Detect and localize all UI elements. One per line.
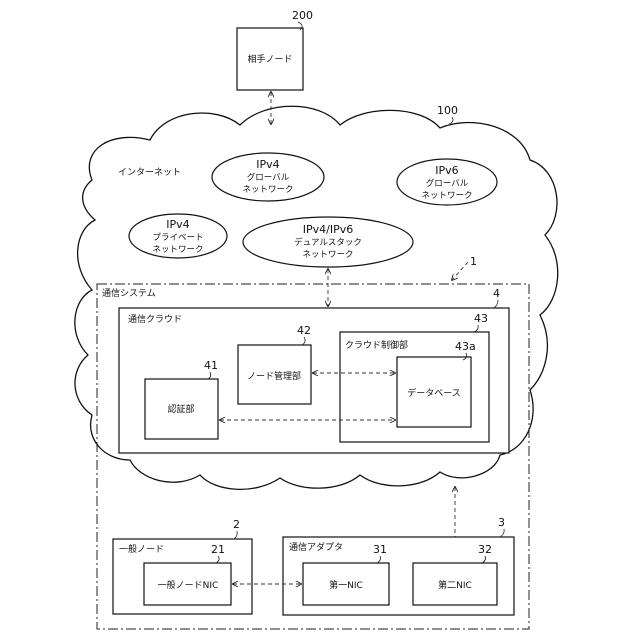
leader-4 — [494, 300, 498, 308]
dual-stack-l1: デュアルスタック — [294, 237, 362, 248]
dual-stack-l2: ネットワーク — [302, 250, 353, 260]
ipv4-global-head: IPv4 — [256, 158, 279, 171]
ref-42: 42 — [297, 324, 311, 337]
second-nic-label: 第二NIC — [438, 579, 472, 591]
ref-1: 1 — [470, 255, 477, 268]
ipv6-global-head: IPv6 — [435, 164, 458, 177]
ipv4-private-head: IPv4 — [166, 218, 189, 231]
dual-stack-head: IPv4/IPv6 — [303, 223, 353, 236]
ref-4: 4 — [493, 287, 500, 300]
cloud-control-label: クラウド制御部 — [345, 339, 408, 351]
ref-43: 43 — [474, 312, 488, 325]
first-nic-label: 第一NIC — [329, 579, 363, 591]
ipv6-global-l1: グローバル — [426, 178, 469, 189]
leader-2 — [234, 531, 237, 539]
internet-label: インターネット — [118, 167, 181, 178]
node-management-label: ノード管理部 — [247, 370, 301, 382]
leader-3 — [500, 529, 504, 537]
ref-2: 2 — [233, 518, 240, 531]
ipv6-global-l2: ネットワーク — [421, 191, 472, 201]
general-node-nic-label: 一般ノードNIC — [158, 579, 219, 591]
communication-cloud-label: 通信クラウド — [128, 313, 182, 325]
ref-200: 200 — [292, 9, 313, 22]
communication-adapter-label: 通信アダプタ — [289, 541, 343, 553]
ref-3: 3 — [498, 516, 505, 529]
ipv4-global-l2: ネットワーク — [242, 185, 293, 195]
general-node-label: 一般ノード — [119, 543, 164, 555]
ref-21: 21 — [211, 543, 225, 556]
leader-1 — [452, 262, 468, 280]
ipv4-private-l1: プライベート — [152, 233, 203, 243]
ipv4-global-l1: グローバル — [247, 172, 290, 183]
ipv4-private-l2: ネットワーク — [152, 245, 203, 255]
auth-label: 認証部 — [167, 403, 194, 415]
peer-node-label: 相手ノード — [247, 53, 292, 65]
ref-41: 41 — [204, 359, 218, 372]
ref-32: 32 — [478, 543, 492, 556]
ref-31: 31 — [373, 543, 387, 556]
leader-100 — [449, 117, 453, 124]
ref-100: 100 — [437, 104, 458, 117]
ref-43a: 43a — [455, 340, 476, 353]
database-label: データベース — [407, 387, 461, 399]
communication-system-label: 通信システム — [102, 287, 156, 299]
